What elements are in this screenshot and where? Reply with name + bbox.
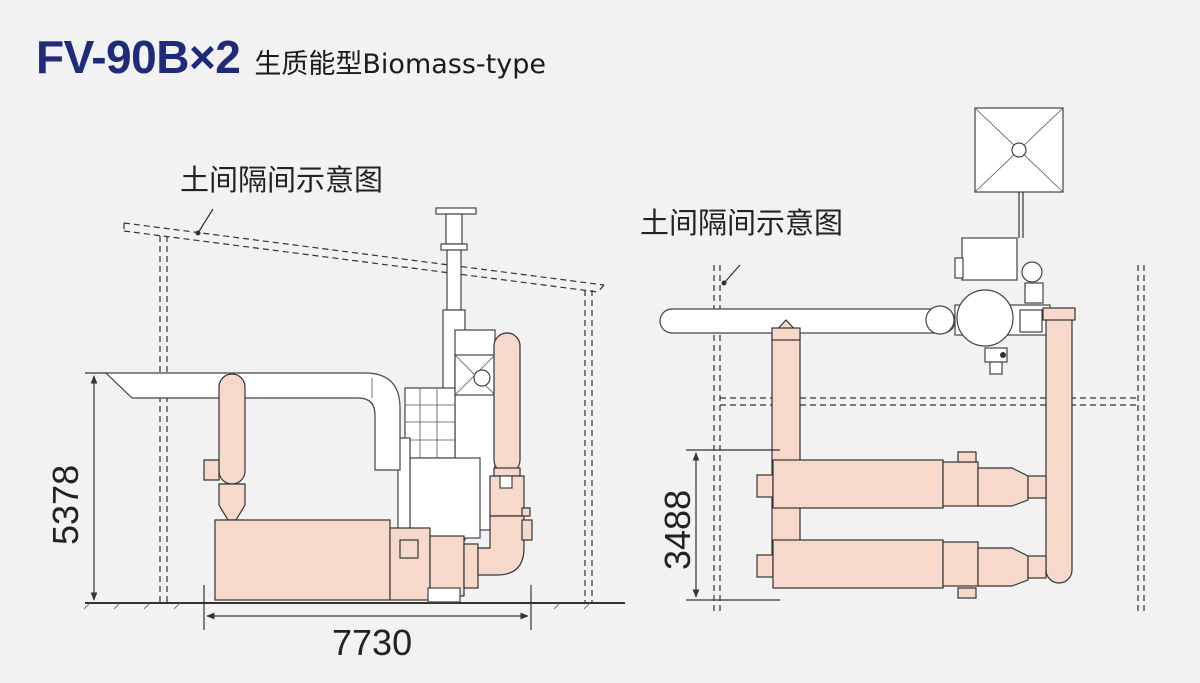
ground-hatch (83, 602, 591, 610)
height-dimension-left: 5378 (45, 372, 106, 601)
left-partition-outline (123, 208, 605, 602)
right-partition-outline (713, 264, 1145, 615)
right-blower (925, 237, 1044, 375)
left-burner (389, 527, 479, 603)
dryer-body (214, 519, 391, 601)
model-title: FV-90B×2 (36, 31, 241, 83)
left-view: 土间隔间示意图 (45, 163, 625, 663)
height-value-right: 3488 (657, 490, 698, 570)
width-value-left: 7730 (332, 622, 412, 663)
header: FV-90B×2 生质能型Biomass-type (36, 30, 546, 84)
left-partition-label: 土间隔间示意图 (180, 163, 383, 197)
left-intake-pipe (203, 373, 246, 527)
left-return-pipe (477, 332, 533, 576)
lower-dryer-unit (756, 539, 1047, 599)
silo-structure (397, 329, 496, 539)
height-dimension-right: 3488 (657, 449, 780, 601)
right-partition-label: 土间隔间示意图 (640, 206, 843, 240)
right-right-pipe (1042, 307, 1076, 584)
fan-box (974, 107, 1064, 238)
upper-dryer-unit (756, 451, 1047, 509)
right-view: 土间隔间示意图 (640, 107, 1145, 615)
height-value-left: 5378 (45, 465, 86, 545)
left-duct (104, 372, 401, 471)
width-dimension-left: 7730 (203, 585, 532, 663)
model-subtitle: 生质能型Biomass-type (254, 49, 546, 80)
